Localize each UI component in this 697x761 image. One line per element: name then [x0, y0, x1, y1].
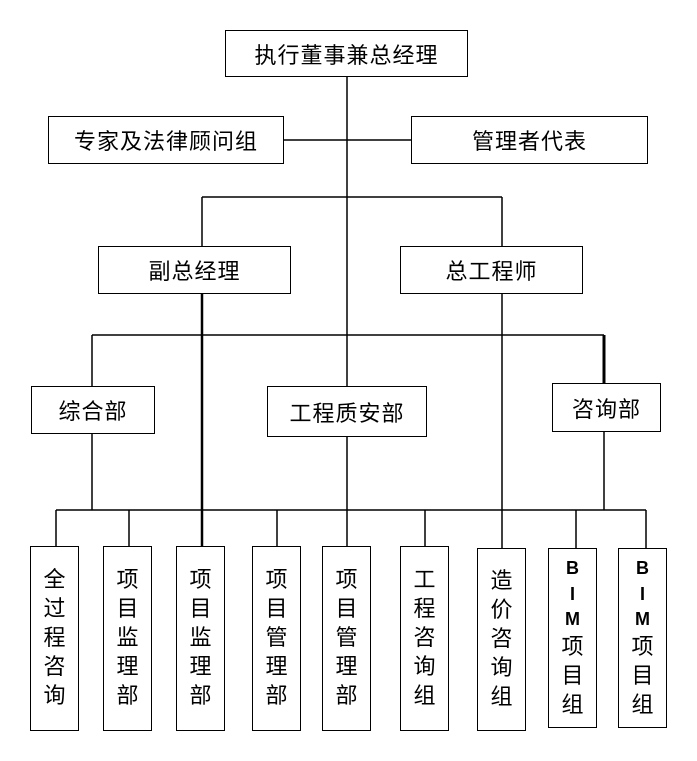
node-chief-engineer: 总工程师 — [400, 246, 583, 294]
leaf-char: 部 — [189, 684, 212, 710]
leaf-char: 管 — [265, 625, 288, 651]
leaf-char: 造 — [490, 568, 513, 594]
leaf-char: 理 — [265, 655, 288, 681]
node-ceo-label: 执行董事兼总经理 — [254, 43, 439, 69]
node-general-dept-label: 综合部 — [58, 400, 128, 425]
leaf-char: 询 — [413, 655, 436, 681]
node-experts: 专家及法律顾问组 — [48, 116, 284, 164]
node-management-rep-label: 管理者代表 — [471, 130, 587, 155]
node-quality-safety-dept: 工程质安部 — [267, 386, 427, 437]
leaf-char: 理 — [116, 655, 139, 681]
leaf-char: 价 — [490, 597, 513, 623]
leaf-char: 项 — [631, 635, 654, 661]
leaf-char: 工 — [413, 567, 436, 593]
leaf-full-process-consulting: 全过程咨询 — [30, 546, 79, 731]
leaf-char: 部 — [335, 684, 358, 710]
leaf-char: 目 — [189, 596, 212, 622]
leaf-char: 理 — [189, 655, 212, 681]
leaf-char: 项 — [265, 567, 288, 593]
node-deputy-gm-label: 副总经理 — [148, 260, 241, 285]
leaf-char: 程 — [413, 596, 436, 622]
leaf-label: 项目管理部 — [265, 566, 287, 711]
leaf-cost-consulting: 造价咨询组 — [477, 548, 526, 731]
node-quality-safety-dept-label: 工程质安部 — [289, 401, 405, 427]
leaf-char: 组 — [413, 684, 436, 710]
leaf-char: 部 — [116, 684, 139, 710]
leaf-char: 组 — [490, 685, 513, 711]
node-chief-engineer-label: 总工程师 — [445, 260, 538, 285]
leaf-char: 部 — [265, 684, 288, 710]
leaf-label: 工程咨询组 — [413, 566, 435, 711]
node-general-dept: 综合部 — [31, 386, 155, 434]
leaf-char: 组 — [561, 693, 584, 719]
leaf-char: 咨 — [490, 626, 513, 652]
leaf-char: 项 — [335, 567, 358, 593]
leaf-label: 造价咨询组 — [490, 567, 512, 712]
leaf-engineering-consulting: 工程咨询组 — [400, 546, 449, 731]
leaf-char: M — [634, 609, 650, 630]
leaf-char: 咨 — [43, 655, 66, 681]
leaf-char: 目 — [335, 596, 358, 622]
leaf-char: 询 — [490, 656, 513, 682]
node-experts-label: 专家及法律顾问组 — [73, 130, 258, 155]
node-management-rep: 管理者代表 — [411, 116, 648, 164]
node-consulting-dept-label: 咨询部 — [571, 397, 641, 423]
leaf-label: 项目管理部 — [335, 566, 357, 711]
leaf-char: 过 — [43, 596, 66, 622]
leaf-char: 目 — [265, 596, 288, 622]
leaf-char: 询 — [43, 684, 66, 710]
leaf-project-supervision-2: 项目监理部 — [176, 546, 225, 731]
leaf-char: 目 — [561, 664, 584, 690]
leaf-char: 监 — [116, 625, 139, 651]
leaf-char: 项 — [561, 635, 584, 661]
leaf-label: 项目监理部 — [189, 566, 211, 711]
leaf-char: B — [565, 557, 579, 578]
leaf-project-management-2: 项目管理部 — [322, 546, 371, 731]
leaf-project-management-1: 项目管理部 — [252, 546, 301, 731]
node-deputy-gm: 副总经理 — [98, 246, 291, 294]
leaf-char: I — [569, 583, 575, 604]
leaf-char: I — [639, 583, 645, 604]
leaf-char: 项 — [116, 567, 139, 593]
leaf-char: 咨 — [413, 625, 436, 651]
leaf-char: 理 — [335, 655, 358, 681]
leaf-char: 管 — [335, 625, 358, 651]
leaf-label: 项目监理部 — [116, 566, 138, 711]
leaf-char: 监 — [189, 625, 212, 651]
leaf-char: B — [635, 557, 649, 578]
leaf-char: M — [564, 609, 580, 630]
node-ceo: 执行董事兼总经理 — [225, 30, 468, 77]
leaf-label: 全过程咨询 — [43, 566, 65, 711]
leaf-char: 程 — [43, 625, 66, 651]
leaf-char: 组 — [631, 693, 654, 719]
leaf-project-supervision-1: 项目监理部 — [103, 546, 152, 731]
leaf-char: 项 — [189, 567, 212, 593]
node-consulting-dept: 咨询部 — [552, 383, 661, 432]
leaf-char: 全 — [43, 567, 66, 593]
leaf-char: 目 — [631, 664, 654, 690]
leaf-char: 目 — [116, 596, 139, 622]
